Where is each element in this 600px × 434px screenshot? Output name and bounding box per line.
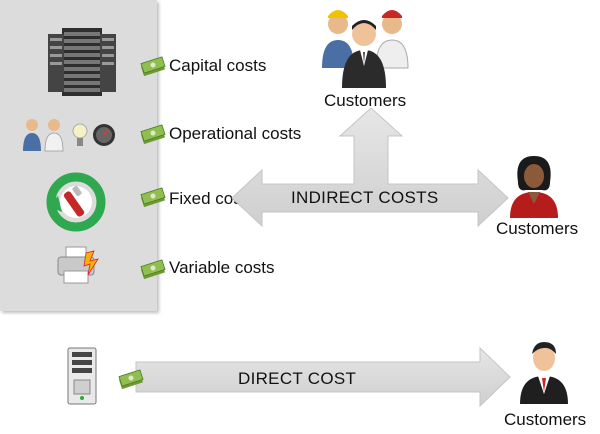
server-rack-icon [48, 28, 116, 96]
indirect-costs-label: INDIRECT COSTS [291, 188, 439, 207]
customer-woman-icon [510, 156, 558, 218]
customer-group-icon [322, 10, 409, 88]
customers-label-right: Customers [496, 219, 579, 238]
customers-label-top: Customers [324, 91, 407, 110]
direct-cost-label: DIRECT COST [238, 369, 357, 388]
server-tower-icon [67, 347, 97, 405]
money-icon [140, 259, 166, 280]
capital-costs-label: Capital costs [169, 56, 267, 75]
variable-costs-label: Variable costs [169, 258, 275, 277]
printer-icon [57, 246, 99, 284]
money-icon [118, 369, 144, 390]
money-icon [140, 187, 166, 208]
operational-costs-label: Operational costs [169, 124, 302, 143]
people-bulb-clock-icon [23, 119, 115, 152]
money-icon [140, 56, 166, 77]
customers-label-bottom: Customers [504, 410, 587, 429]
money-icon [140, 124, 166, 145]
recycle-wrench-icon [46, 172, 106, 232]
customer-man-icon [520, 342, 568, 404]
fixed-costs-label: Fixed costs [169, 189, 255, 208]
